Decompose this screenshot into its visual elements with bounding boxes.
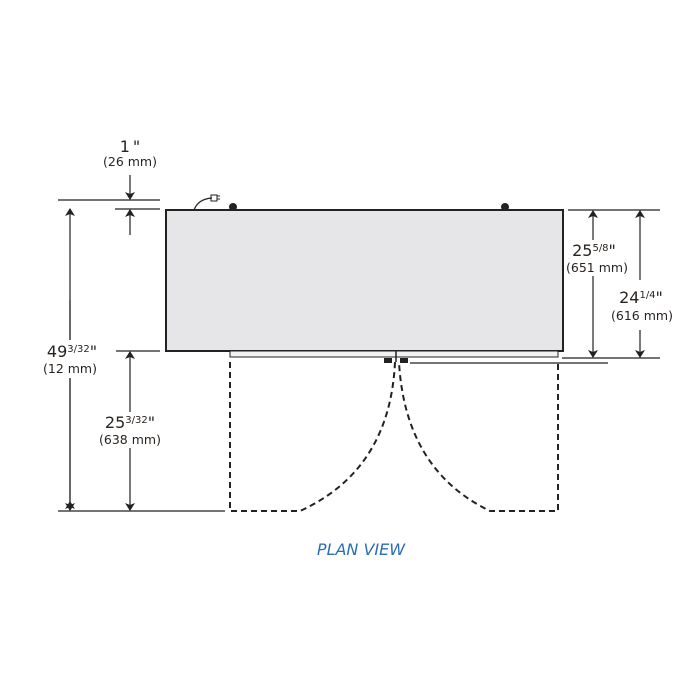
door-swing-label: 253/32" xyxy=(105,413,155,432)
right-door-swing xyxy=(398,361,559,512)
hinge-icon xyxy=(384,351,408,363)
caster-knob-icon xyxy=(501,203,509,211)
cabinet-depth-metric: (616 mm) xyxy=(611,308,673,323)
left-door-swing xyxy=(229,361,396,512)
diagram-title: PLAN VIEW xyxy=(317,540,406,559)
top-gap-metric: (26 mm) xyxy=(103,154,157,169)
cabinet-depth-label: 241/4" xyxy=(619,288,663,307)
depth-with-door-metric: (651 mm) xyxy=(566,260,628,275)
caster-knob-icon xyxy=(229,203,237,211)
top-gap-label: 1" xyxy=(120,137,141,156)
power-plug-icon xyxy=(193,194,220,211)
door-swing-metric: (638 mm) xyxy=(99,432,161,447)
depth-with-door-label: 255/8" xyxy=(572,241,616,260)
total-depth-label: 493/32" xyxy=(47,342,97,361)
cabinet-outline xyxy=(165,209,564,352)
total-depth-metric: (12 mm) xyxy=(43,361,97,376)
door-panel xyxy=(229,350,559,358)
